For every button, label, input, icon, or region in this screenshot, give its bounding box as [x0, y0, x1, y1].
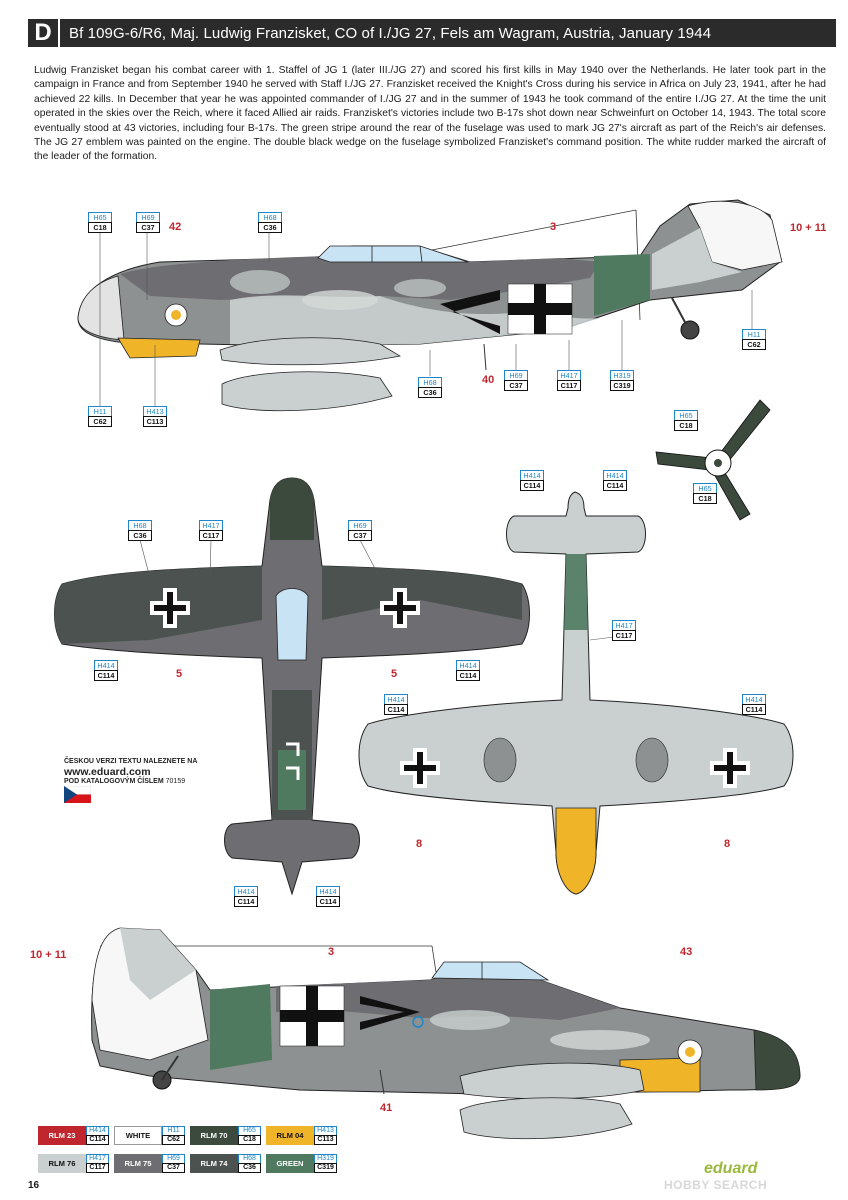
bottom-view: [358, 491, 794, 895]
decal-number: 8: [724, 838, 731, 850]
eduard-logo: eduard: [704, 1160, 758, 1177]
catalog-number: 70159: [165, 778, 186, 785]
top-view: [54, 477, 530, 896]
eduard-url: www.eduard.com: [64, 766, 151, 778]
decal-number: 41: [380, 1102, 393, 1114]
decal-number: 3: [328, 946, 335, 958]
decal-number: 40: [482, 374, 495, 386]
decal-number: 43: [680, 946, 693, 958]
legend-swatch: GREEN: [266, 1154, 314, 1173]
decal-number: 5: [176, 668, 183, 680]
right-side-profile: [91, 927, 801, 1140]
czech-note: ČESKOU VERZI TEXTU NALEZNETE NA www.edua…: [64, 757, 197, 787]
legend-swatch: RLM 70: [190, 1126, 238, 1145]
option-letter: D: [28, 19, 60, 47]
decal-number: 10 + 11: [30, 949, 67, 961]
decal-number: 3: [550, 221, 557, 233]
decal-number: 5: [391, 668, 398, 680]
decal-number: 10 + 11: [790, 222, 827, 234]
czech-line: ČESKOU VERZI TEXTU NALEZNETE NA: [64, 758, 198, 765]
decal-number: 8: [416, 838, 423, 850]
watermark: HOBBY SEARCH: [664, 1178, 768, 1192]
legend-swatch: RLM 76: [38, 1154, 86, 1173]
legend-swatch: WHITE: [114, 1126, 162, 1145]
decal-number: 42: [169, 221, 182, 233]
legend-swatch: RLM 75: [114, 1154, 162, 1173]
option-header: D Bf 109G-6/R6, Maj. Ludwig Franzisket, …: [28, 19, 836, 47]
option-title: Bf 109G-6/R6, Maj. Ludwig Franzisket, CO…: [69, 24, 712, 42]
legend-swatch: RLM 23: [38, 1126, 86, 1145]
czech-flag-icon: [64, 786, 91, 803]
legend-swatch: RLM 04: [266, 1126, 314, 1145]
czech-line: POD KATALOGOVÝM ČÍSLEM: [64, 778, 164, 785]
history-text: Ludwig Franzisket began his combat caree…: [34, 65, 826, 163]
legend-swatch: RLM 74: [190, 1154, 238, 1173]
leader-lines: [99, 231, 753, 641]
page-number: 16: [28, 1180, 40, 1191]
